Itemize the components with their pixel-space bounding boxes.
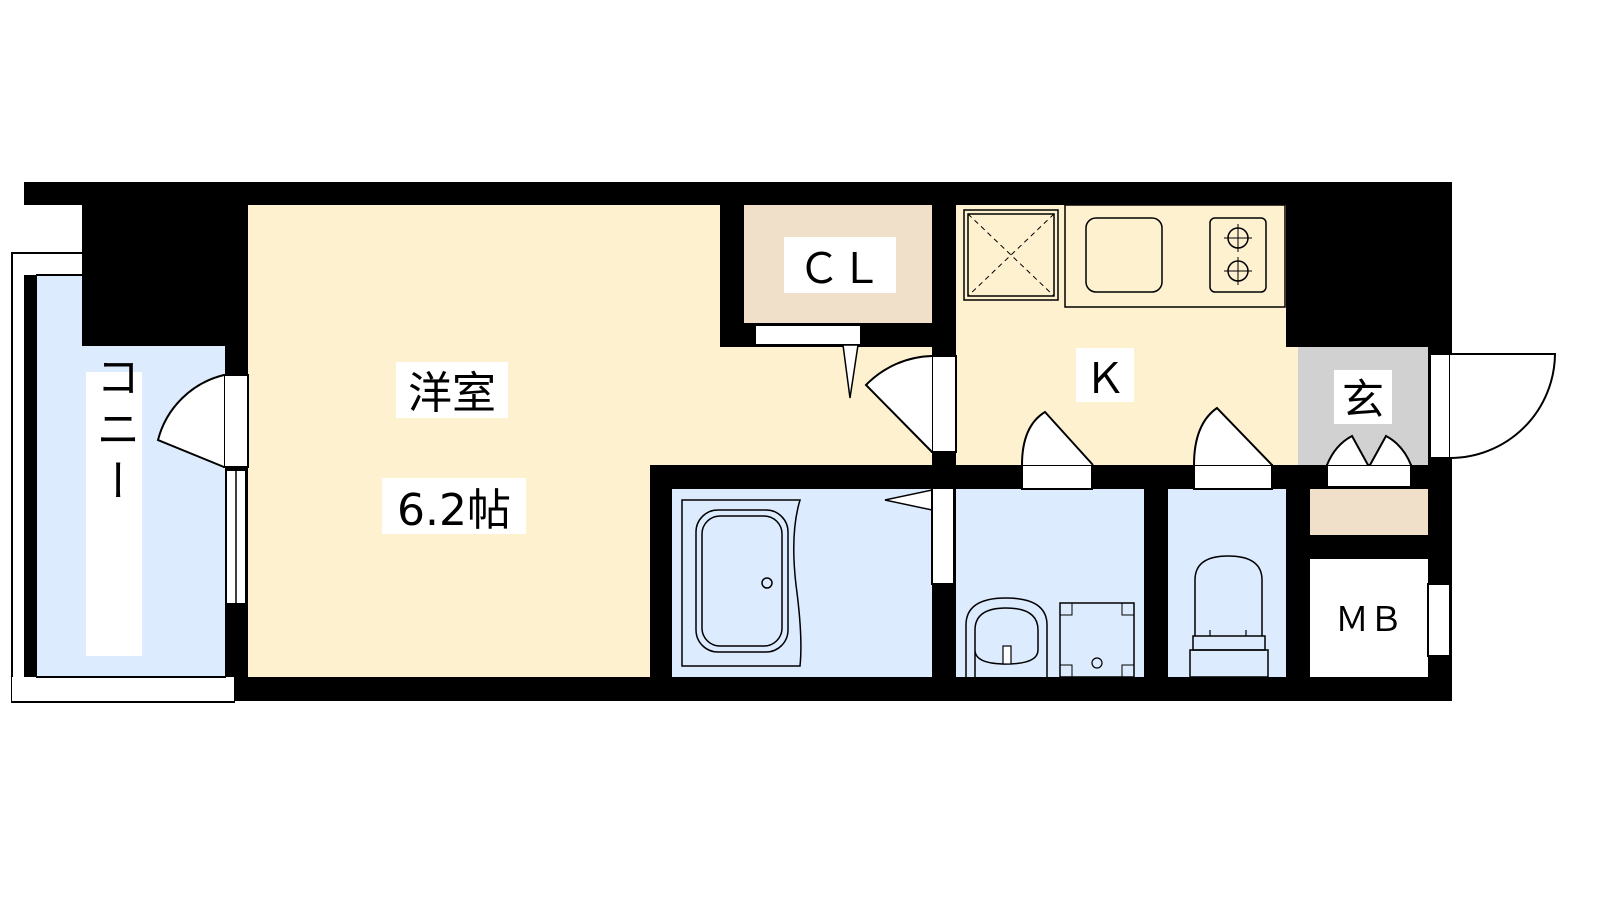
washroom	[956, 489, 1144, 677]
western-room	[248, 205, 932, 677]
toilet-door[interactable]	[1193, 406, 1273, 490]
washing-machine-icon	[1059, 602, 1135, 678]
western-room-label: 洋室	[396, 362, 508, 419]
svg-text:玄: 玄	[1342, 375, 1384, 424]
meter-box	[1310, 559, 1428, 677]
svg-text:6.2帖: 6.2帖	[397, 485, 511, 536]
washbasin-icon	[965, 597, 1048, 677]
closet-door-track	[754, 324, 862, 346]
bathroom	[672, 489, 932, 677]
svg-text:Ｋ: Ｋ	[1084, 354, 1126, 403]
kitchen-label: Ｋ	[1076, 348, 1134, 403]
washroom-door[interactable]	[1021, 410, 1094, 490]
entrance-door[interactable]	[1429, 353, 1557, 459]
meter-box-label: ＭＢ	[1335, 600, 1403, 640]
western-room-size: 6.2帖	[382, 478, 526, 536]
shoe-box	[1310, 489, 1428, 535]
room-kitchen-door[interactable]	[864, 355, 957, 453]
fridge-space	[963, 209, 1059, 301]
toilet-room	[1168, 489, 1286, 677]
svg-text:洋室: 洋室	[408, 368, 496, 419]
entrance-label: 玄	[1334, 370, 1392, 424]
sink	[1085, 217, 1163, 293]
svg-text:ＣＬ: ＣＬ	[798, 244, 882, 293]
kitchen-counter	[1064, 204, 1286, 308]
stove-icon	[1209, 217, 1267, 293]
bathtub-icon	[681, 499, 802, 667]
closet-label: ＣＬ	[784, 237, 896, 293]
balcony-door[interactable]	[156, 374, 249, 468]
kitchen	[956, 205, 1298, 465]
svg-text:ＭＢ: ＭＢ	[1335, 600, 1403, 640]
bath-door[interactable]	[931, 487, 955, 585]
shoe-box-doors[interactable]	[1326, 434, 1412, 488]
balcony-notch	[12, 205, 82, 253]
balcony-label: バルコニー	[86, 250, 142, 656]
balcony-window[interactable]	[225, 469, 247, 605]
meter-box-window	[1427, 583, 1451, 657]
closet-door-marker	[842, 344, 859, 399]
toilet-icon	[1189, 555, 1269, 678]
svg-text:バルコニー: バルコニー	[89, 250, 140, 510]
